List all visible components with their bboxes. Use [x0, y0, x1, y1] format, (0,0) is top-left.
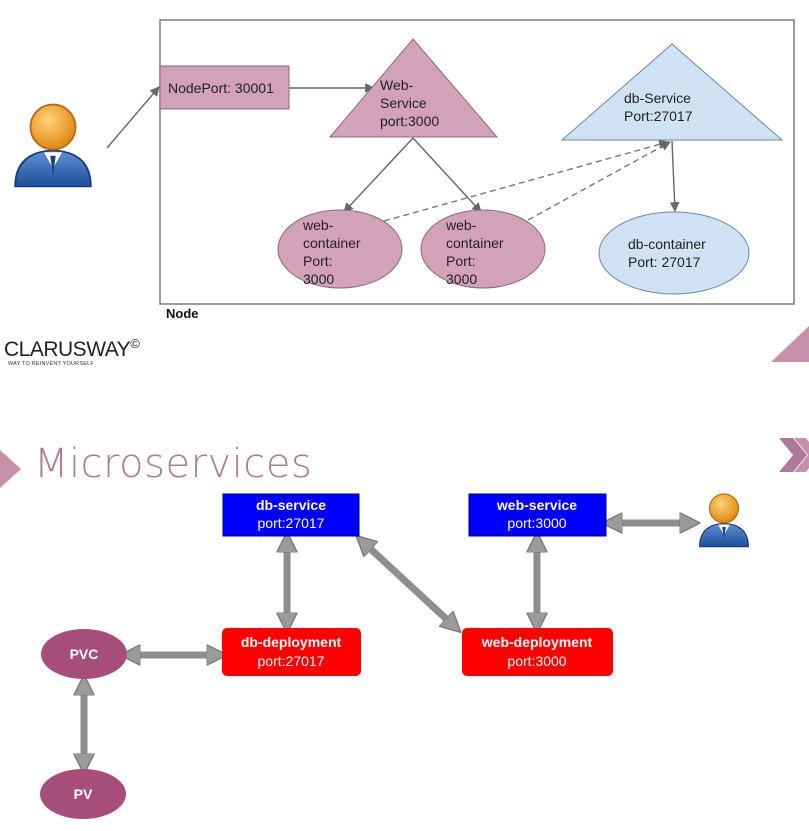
web-container-1-label: web- container Port: 3000	[302, 217, 364, 287]
db-container-label: db-container Port: 27017	[628, 236, 710, 270]
db-deployment-box	[222, 628, 361, 676]
copyright-mark: ©	[130, 336, 140, 351]
arrow-webservice-to-container1	[343, 137, 414, 213]
db-service-port: port:27017	[258, 515, 325, 531]
nodeport-label: NodePort: 30001	[168, 80, 274, 96]
db-deployment-port: port:27017	[258, 653, 325, 669]
pv-label: PV	[74, 786, 93, 802]
accent-corner-triangle	[771, 326, 809, 362]
db-deployment-title: db-deployment	[241, 634, 342, 650]
arrow-dbservice-to-dbcontainer	[669, 140, 680, 212]
node-frame	[159, 19, 795, 305]
pv-ellipse	[40, 769, 126, 819]
db-service-title: db-service	[256, 497, 326, 513]
db-container	[598, 211, 750, 295]
node-label: Node	[166, 306, 199, 321]
web-deployment-port: port:3000	[507, 653, 566, 669]
web-container-1	[277, 209, 403, 289]
db-service-box	[222, 493, 360, 537]
brand-name: CLARUSWAY	[4, 338, 131, 361]
brand-logo: CLARUSWAY© WAY TO REINVENT YOURSELF	[4, 333, 140, 367]
web-service-title: web-service	[496, 497, 577, 513]
db-service-triangle	[560, 43, 784, 141]
web-service-triangle	[328, 38, 499, 138]
pvc-ellipse	[41, 629, 127, 679]
accent-left-chevron	[0, 450, 21, 488]
dashed-arrow-container1-to-dbservice	[383, 139, 669, 222]
arrow-user-to-nodeport	[106, 86, 160, 149]
user-icon	[14, 103, 92, 188]
web-deployment-title: web-deployment	[481, 634, 593, 650]
brand-tagline: WAY TO REINVENT YOURSELF	[8, 361, 94, 367]
nodeport-box	[159, 65, 290, 110]
web-service-port: port:3000	[507, 515, 566, 531]
web-service-label: Web- Service port:3000	[380, 77, 439, 129]
connector-arrows	[84, 523, 692, 766]
dashed-arrow-container2-to-dbservice	[527, 141, 671, 221]
web-deployment-box	[462, 628, 613, 676]
web-service-box	[468, 493, 607, 537]
link-dbservice-webdeployment	[362, 541, 455, 627]
arrow-webservice-to-container2	[412, 137, 482, 213]
db-service-label: db-Service Port:27017	[624, 90, 695, 124]
chevron-double-right-icon	[779, 438, 809, 472]
pvc-label: PVC	[70, 646, 99, 662]
web-container-2	[420, 209, 546, 289]
user-icon	[699, 493, 749, 548]
web-container-2-label: web- container Port: 3000	[445, 217, 507, 287]
section-title: Microservices	[34, 441, 313, 487]
